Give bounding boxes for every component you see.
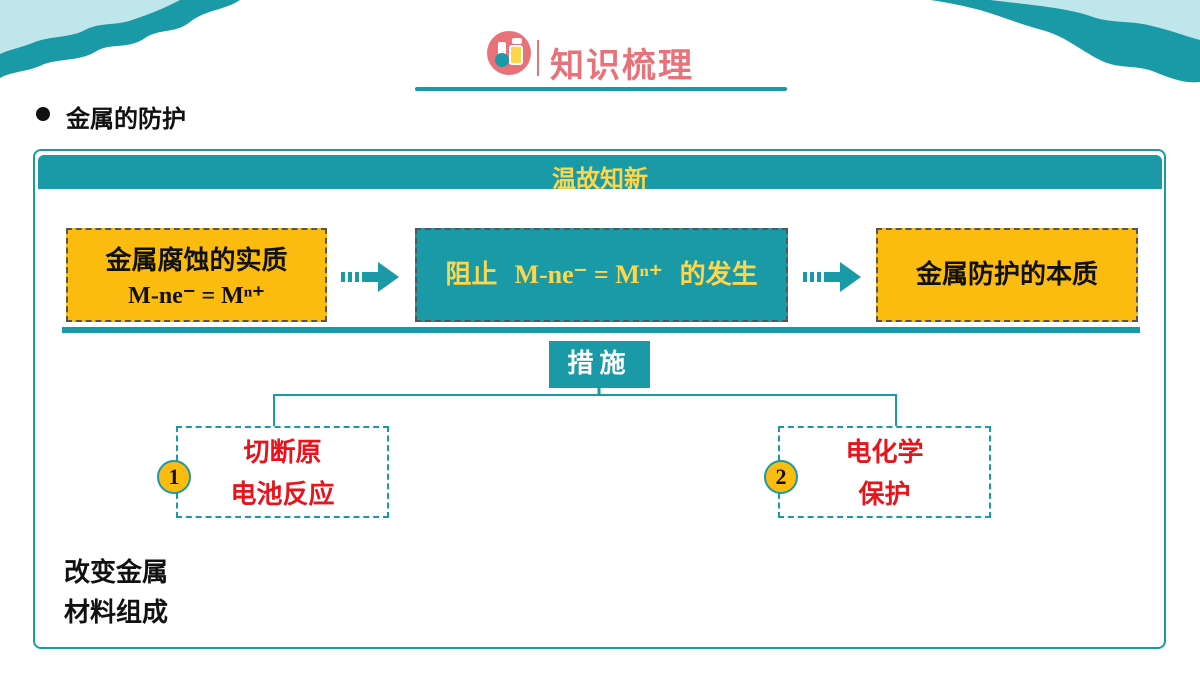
corrosion-essence-box: 金属腐蚀的实质 M-ne⁻ = Mⁿ⁺ (66, 228, 327, 322)
option-2-number-badge: 2 (764, 460, 798, 494)
corrosion-formula: M-ne⁻ = Mⁿ⁺ (128, 283, 265, 309)
option-2-line1: 电化学 (845, 438, 924, 468)
top-left-wave-decoration (0, 0, 240, 78)
option-cut-battery-box: 切断原 电池反应 (176, 426, 389, 518)
top-right-wave-decoration (930, 0, 1200, 83)
bullet-dot (36, 107, 50, 121)
option-1-line1: 切断原 (243, 438, 322, 468)
prevent-reaction-box: 阻止 M-ne⁻ = Mⁿ⁺ 的发生 (415, 228, 788, 322)
header-underline (415, 87, 787, 91)
prevent-formula: M-ne⁻ = Mⁿ⁺ (514, 260, 663, 289)
option-1-line2: 电池反应 (230, 480, 335, 510)
corrosion-essence-label: 金属腐蚀的实质 (105, 246, 288, 276)
option-2-line2: 保护 (858, 480, 911, 510)
measures-label: 措施 (549, 341, 650, 388)
chemistry-flask-icon (487, 31, 531, 75)
flow-underline-bar (62, 327, 1140, 333)
page-title: 知识梳理 (550, 46, 694, 86)
prevent-suffix: 的发生 (679, 260, 758, 290)
protection-essence-box: 金属防护的本质 (876, 228, 1138, 322)
section-heading: 金属的防护 (66, 105, 186, 133)
bottom-note: 改变金属 材料组成 (64, 553, 168, 633)
panel-header: 温故知新 (38, 155, 1162, 193)
bottom-note-line1: 改变金属 (64, 558, 169, 588)
prevent-prefix: 阻止 (445, 260, 498, 290)
arrow-right-icon-2 (803, 262, 861, 292)
arrow-right-icon-1 (341, 262, 399, 292)
protection-essence-label: 金属防护的本质 (915, 260, 1098, 290)
option-1-number-badge: 1 (157, 460, 191, 494)
content-panel (33, 149, 1166, 649)
option-electrochemical-box: 电化学 保护 (778, 426, 991, 518)
bottom-note-line2: 材料组成 (64, 598, 169, 628)
header-divider (537, 40, 539, 76)
panel-title: 温故知新 (552, 165, 648, 193)
